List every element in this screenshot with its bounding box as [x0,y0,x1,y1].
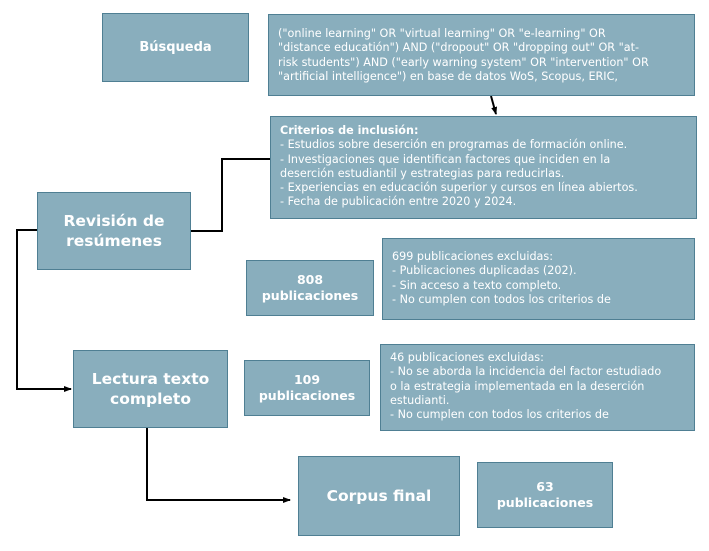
excluded-46-line: 46 publicaciones excluidas: [390,351,544,364]
corpus-final-node: Corpus final [298,456,460,536]
revision-label-line2: resúmenes [66,232,162,250]
query-line: "distance educatión") AND ("dropout" OR … [278,41,640,55]
excluded-699-node: 699 publicaciones excluidas: - Publicaci… [382,238,695,320]
excluded-699-line: 699 publicaciones excluidas: [392,250,554,263]
count-109-number: 109 [293,372,321,387]
excluded-699-line: - No cumplen con todos los criterios de [392,292,611,306]
criteria-line: - Investigaciones que identifican factor… [280,152,611,166]
corpus-label: Corpus final [326,487,432,505]
query-line: risk students") AND ("early warning syst… [278,55,649,69]
count-808-number: 808 [296,272,324,287]
lectura-label-line2: completo [110,390,191,408]
connector-criteria-to-revision [176,158,270,234]
connector-lectura-to-corpus [146,428,291,503]
excluded-46-line: o la estrategia implementada en la deser… [390,379,645,393]
count-63-unit: publicaciones [496,495,594,510]
inclusion-criteria-node: Criterios de inclusión: - Estudios sobre… [270,116,697,219]
excluded-46-line: - No se aborda la incidencia del factor … [390,365,662,379]
lectura-label-line1: Lectura texto [91,370,210,388]
connector-query-to-criteria [490,95,498,115]
lectura-texto-node: Lectura texto completo [73,350,228,428]
criteria-heading: Criterios de inclusión: [280,124,419,137]
excluded-699-line: - Sin acceso a texto completo. [392,278,562,292]
revision-label-line1: Revisión de [63,212,165,230]
excluded-699-line: - Publicaciones duplicadas (202). [392,264,577,278]
count-808-unit: publicaciones [261,288,359,303]
count-109-unit: publicaciones [258,388,356,403]
criteria-line: - Estudios sobre deserción en programas … [280,138,628,152]
criteria-line: - Fecha de publicación entre 2020 y 2024… [280,195,517,209]
connector-revision-to-lectura [16,229,72,392]
count-109-node: 109 publicaciones [244,360,370,416]
busqueda-node: Búsqueda [102,13,249,82]
count-63-node: 63 publicaciones [477,462,613,528]
excluded-46-node: 46 publicaciones excluidas: - No se abor… [380,344,695,431]
query-line: ("online learning" OR "virtual learning"… [278,27,606,40]
query-line: "artificial intelligence") en base de da… [278,69,618,83]
count-63-number: 63 [536,479,554,494]
busqueda-label: Búsqueda [139,39,212,55]
count-808-node: 808 publicaciones [246,260,374,316]
search-query-node: ("online learning" OR "virtual learning"… [268,14,695,96]
criteria-line: deserción estudiantil y estrategias para… [280,166,565,180]
revision-resumenes-node: Revisión de resúmenes [37,192,191,270]
criteria-line: - Experiencias en educación superior y c… [280,181,638,195]
excluded-46-line: estudianti. [390,393,450,407]
excluded-46-line: - No cumplen con todos los criterios de [390,408,609,422]
